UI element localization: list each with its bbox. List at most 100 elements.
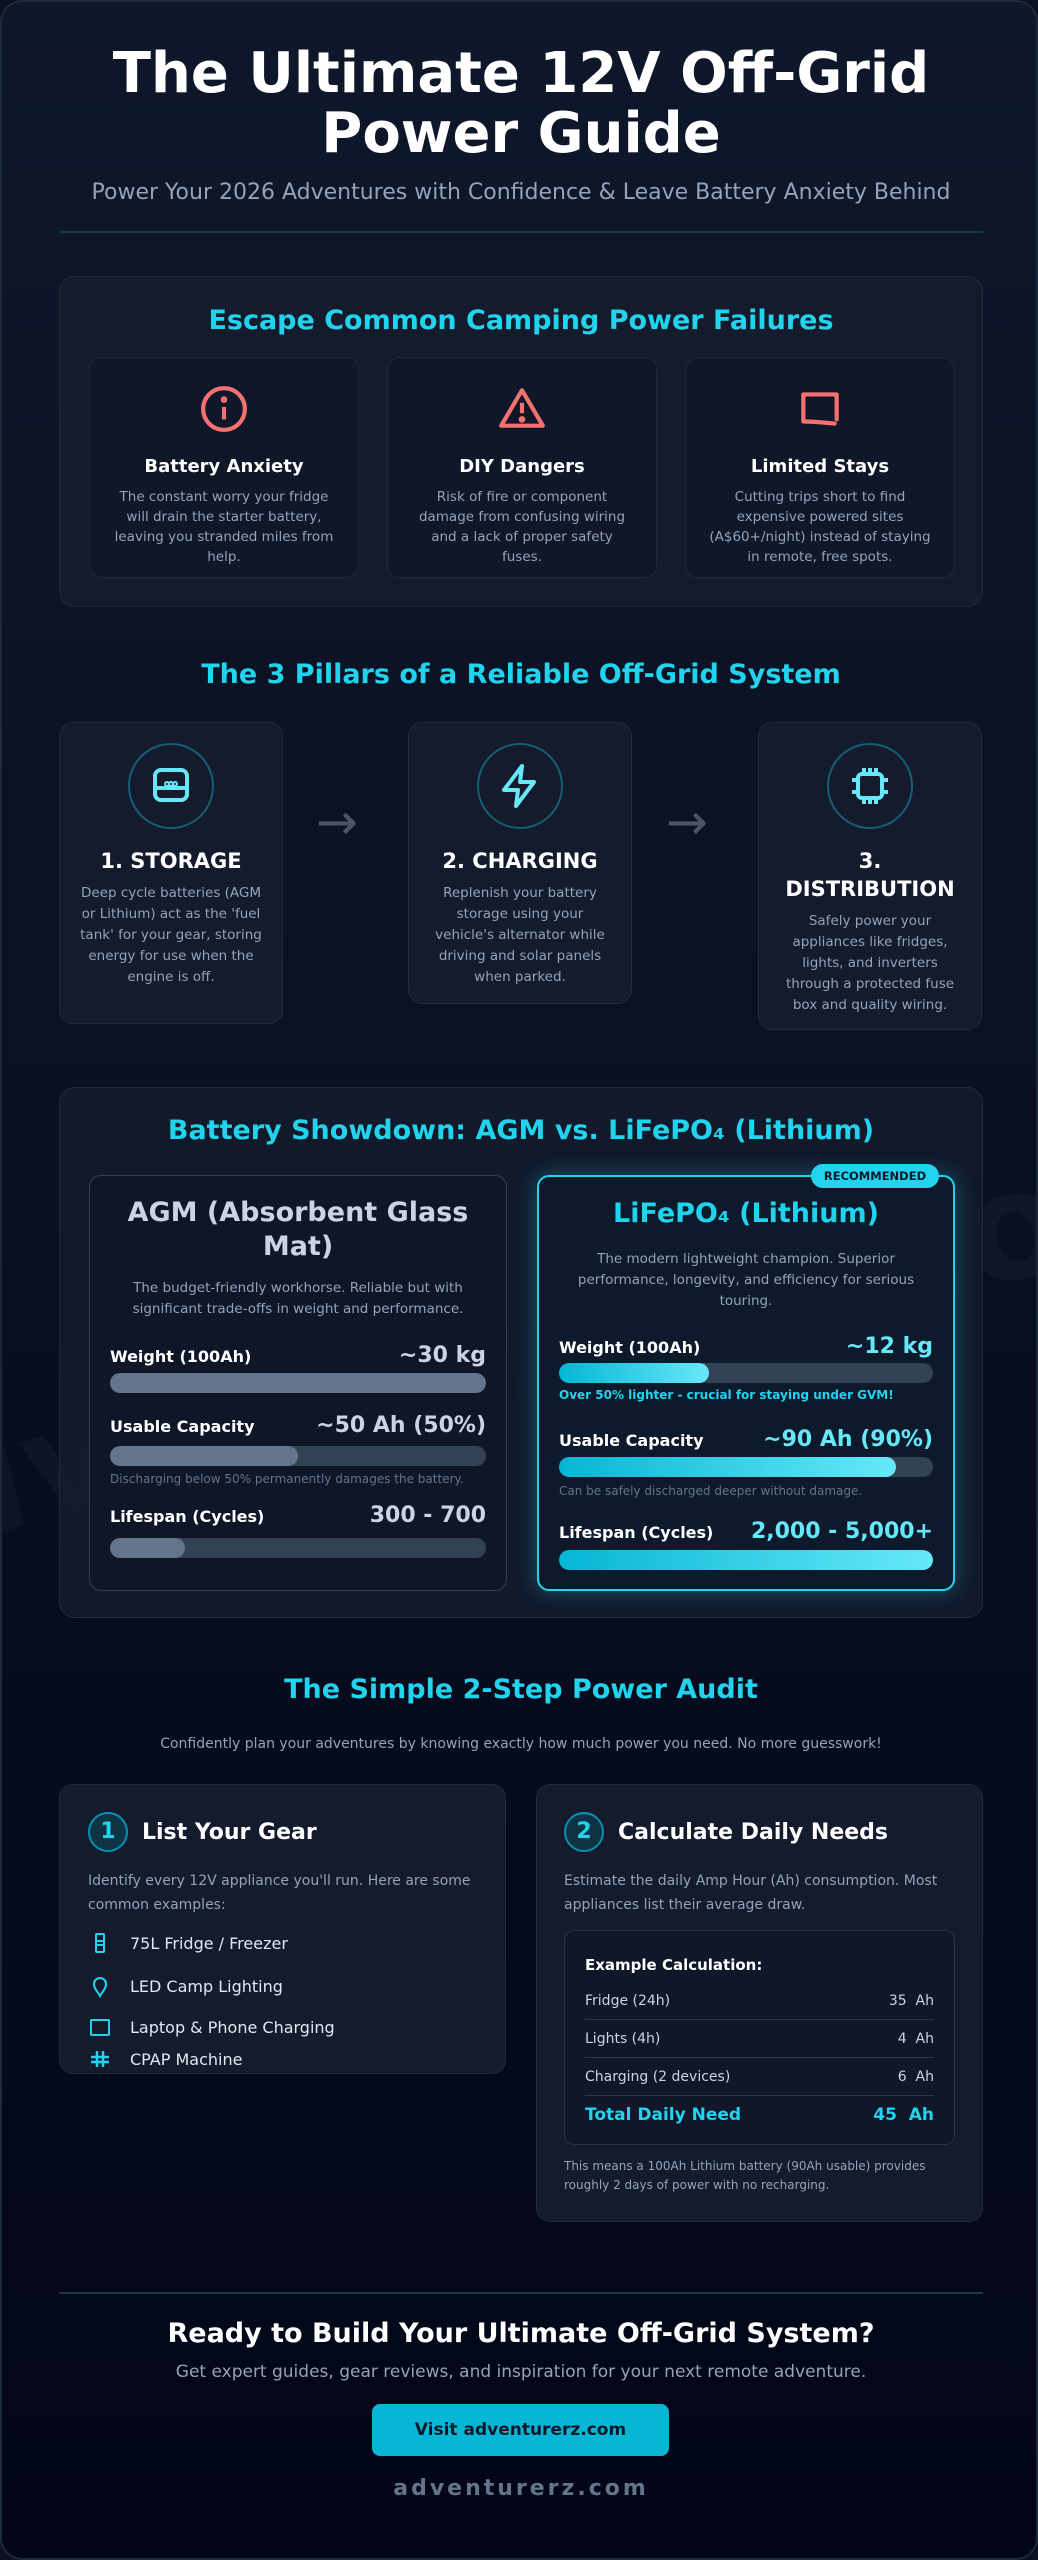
step-title: Calculate Daily Needs <box>618 1819 889 1845</box>
chip-icon <box>852 768 888 804</box>
agm-title: AGM (Absorbent Glass Mat) <box>127 1197 469 1262</box>
metric-value: 300 - 700 <box>369 1503 486 1528</box>
calc-value: 4 Ah <box>897 2031 934 2047</box>
pillar-desc: Safely power your appliances like fridge… <box>785 913 955 1013</box>
step-2-card: 2 Calculate Daily Needs Estimate the dail… <box>536 1784 983 2222</box>
showdown-section: Battery Showdown: AGM vs. LiFePO₄ (Lithi… <box>59 1087 983 1618</box>
warning-triangle-icon <box>499 388 545 428</box>
metric-bar-fill <box>559 1363 709 1383</box>
metric-bar <box>110 1446 486 1466</box>
pillar-title: 1. STORAGE <box>100 849 242 873</box>
agm-card: AGM (Absorbent Glass Mat) The budget-fri… <box>89 1175 507 1591</box>
calc-footnote: This means a 100Ah Lithium battery (90Ah… <box>564 2159 926 2192</box>
step-desc: Identify every 12V appliance you'll run.… <box>88 1873 471 1913</box>
metric-bar-fill <box>559 1550 933 1570</box>
brand-footer[interactable]: adventurerz.com <box>393 2476 649 2501</box>
metric-bar-fill <box>110 1538 186 1558</box>
metric-bar <box>559 1550 933 1570</box>
metric-value: 2,000 - 5,000+ <box>750 1519 933 1544</box>
example-calculation: Example Calculation: Fridge (24h)35 Ah L… <box>564 1930 955 2145</box>
gear-item: Laptop & Phone Charging <box>88 2015 335 2039</box>
cpap-icon <box>91 2051 109 2067</box>
calc-row: Charging (2 devices) 6 Ah <box>585 2069 934 2096</box>
gear-label: 75L Fridge / Freezer <box>130 1933 288 1953</box>
step-header: 2 Calculate Daily Needs <box>564 1812 888 1852</box>
metric-value: ~90 Ah (90%) <box>763 1427 933 1452</box>
divider <box>59 2292 983 2294</box>
calc-title: Example Calculation: <box>585 1956 763 1974</box>
battery-icon <box>153 768 189 802</box>
metric-label: Lifespan (Cycles) <box>559 1523 714 1542</box>
icon-circle <box>128 743 214 829</box>
pillar-card: 3. DISTRIBUTION Safely power your applia… <box>758 722 982 1030</box>
step-number: 2 <box>564 1812 604 1852</box>
calc-row: Lights (4h) 4 Ah <box>585 2031 934 2058</box>
failure-card: Battery Anxiety The constant worry your … <box>89 357 359 578</box>
metric-bar-fill <box>110 1373 486 1393</box>
failure-desc: The constant worry your fridge will drai… <box>114 489 334 565</box>
cta-heading: Ready to Build Your Ultimate Off-Grid Sy… <box>167 2318 875 2349</box>
failure-desc: Cutting trips short to find expensive po… <box>709 489 931 565</box>
page-subtitle: Power Your 2026 Adventures with Confiden… <box>91 180 951 205</box>
calc-label: Lights (4h) <box>585 2031 661 2047</box>
metric-note: Discharging below 50% permanently damage… <box>110 1472 464 1486</box>
metric-row: Weight (100Ah)~30 kg <box>110 1336 486 1368</box>
failure-title: DIY Dangers <box>459 456 585 477</box>
step-title: List Your Gear <box>142 1819 317 1845</box>
metric-row: Usable Capacity ~90 Ah (90%) <box>559 1420 933 1452</box>
metric-label: Lifespan (Cycles) <box>110 1507 265 1526</box>
metric-label: Usable Capacity <box>110 1417 255 1436</box>
lightning-icon <box>502 764 536 808</box>
step-header: 1 List Your Gear <box>88 1812 317 1852</box>
step-desc: Estimate the daily Amp Hour (Ah) consump… <box>564 1873 938 1913</box>
cta-subtitle: Get expert guides, gear reviews, and ins… <box>175 2362 867 2382</box>
pillar-title: 3. DISTRIBUTION <box>785 849 955 901</box>
icon-circle <box>827 743 913 829</box>
failure-card: DIY Dangers Risk of fire or component da… <box>387 357 657 578</box>
gear-label: LED Camp Lighting <box>130 1976 283 1996</box>
metric-value: ~12 kg <box>845 1334 933 1359</box>
gear-label: Laptop & Phone Charging <box>130 2017 335 2037</box>
info-circle-icon <box>201 386 247 432</box>
section-heading: Escape Common Camping Power Failures <box>208 305 834 336</box>
metric-note: Can be safely discharged deeper without … <box>559 1484 863 1498</box>
step-1-card: 1 List Your Gear Identify every 12V appli… <box>59 1784 506 2074</box>
gear-item: LED Camp Lighting <box>88 1974 283 1998</box>
pillar-card: 2. CHARGING Replenish your battery stora… <box>408 722 632 1004</box>
calc-label: Charging (2 devices) <box>585 2069 731 2085</box>
fridge-icon <box>95 1933 105 1953</box>
gear-item: CPAP Machine <box>88 2047 242 2071</box>
pillar-title: 2. CHARGING <box>442 849 598 873</box>
section-heading: Battery Showdown: AGM vs. LiFePO₄ (Lithi… <box>167 1115 875 1146</box>
metric-row: Usable Capacity ~50 Ah (50%) <box>110 1406 486 1438</box>
visit-website-button[interactable]: Visit adventurerz.com <box>372 2404 669 2456</box>
metric-row: Weight (100Ah) ~12 kg <box>559 1327 933 1359</box>
divider <box>59 231 983 233</box>
metric-label: Usable Capacity <box>559 1431 704 1450</box>
calc-value: 45 Ah <box>873 2105 934 2125</box>
metric-value: ~30 kg <box>398 1343 486 1368</box>
page-title: The Ultimate 12V Off-Grid Power Guide <box>112 41 930 166</box>
step-number: 1 <box>88 1812 128 1852</box>
metric-label: Weight (100Ah) <box>559 1338 701 1357</box>
metric-bar <box>559 1363 933 1383</box>
map-icon <box>801 392 839 426</box>
calc-label: Total Daily Need <box>585 2105 742 2125</box>
metric-note: Over 50% lighter - crucial for staying u… <box>559 1388 894 1402</box>
section-heading: The 3 Pillars of a Reliable Off-Grid Sys… <box>201 659 841 690</box>
agm-desc: The budget-friendly workhorse. Reliable … <box>132 1280 464 1317</box>
gear-label: CPAP Machine <box>130 2049 243 2069</box>
metric-row: Lifespan (Cycles) 2,000 - 5,000+ <box>559 1512 933 1544</box>
metric-row: Lifespan (Cycles) 300 - 700 <box>110 1496 486 1528</box>
failure-card: Limited Stays Cutting trips short to fin… <box>685 357 955 578</box>
metric-bar <box>559 1457 933 1477</box>
lifepo4-card: LiFePO₄ (Lithium) RECOMMENDED The modern… <box>537 1164 955 1591</box>
audit-subtitle: Confidently plan your adventures by know… <box>160 1736 882 1752</box>
pillar-desc: Deep cycle batteries (AGM or Lithium) ac… <box>80 885 262 985</box>
failure-desc: Risk of fire or component damage from co… <box>418 489 626 565</box>
metric-value: ~50 Ah (50%) <box>316 1413 486 1438</box>
calc-value: 6 Ah <box>897 2069 934 2085</box>
pillar-desc: Replenish your battery storage using you… <box>435 885 605 985</box>
gear-item: 75L Fridge / Freezer <box>88 1931 288 1955</box>
metric-bar <box>110 1373 486 1393</box>
